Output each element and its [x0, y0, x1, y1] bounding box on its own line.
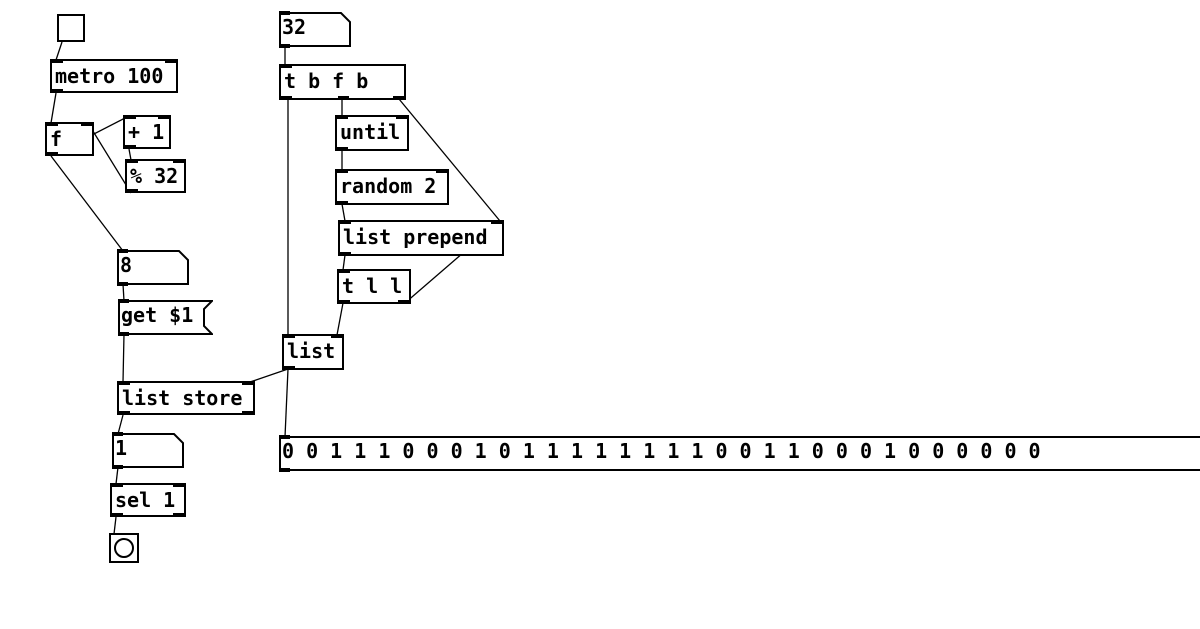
metro-object[interactable]: metro 100	[50, 59, 178, 93]
add-object[interactable]: + 1	[123, 115, 171, 149]
cord-float-number	[50, 155, 124, 252]
cord-get-liststore	[122, 333, 125, 383]
cord-sel-bang	[113, 516, 117, 535]
length-number-value: 32	[282, 15, 307, 39]
float-object[interactable]: f	[45, 122, 94, 156]
cord-prepend-trigger-bottom	[342, 254, 346, 271]
select-object[interactable]: sel 1	[110, 483, 186, 517]
cord-add-mod	[128, 148, 132, 161]
trigger-top-label: t b f b	[284, 69, 369, 93]
until-label: until	[340, 120, 401, 144]
trigger-top-object[interactable]: t b f b	[279, 64, 406, 100]
list-prepend-label: list prepend	[343, 225, 488, 249]
cord-trigger-bottom-list	[336, 302, 344, 336]
length-number-box[interactable]: 32	[279, 11, 351, 48]
cord-metro-float	[50, 92, 57, 124]
cord-bit-sel	[115, 466, 119, 485]
cord-trigger-prepend-right	[398, 98, 501, 222]
toggle[interactable]	[57, 14, 85, 42]
until-object[interactable]: until	[335, 115, 409, 151]
metro-label: metro 100	[55, 64, 164, 88]
cord-list-output	[284, 368, 289, 438]
output-list-value: 0 0 1 1 1 0 0 0 1 0 1 1 1 1 1 1 1 1 0 0 …	[282, 439, 1041, 463]
list-store-object[interactable]: list store	[117, 381, 255, 415]
cord-mod-float-right	[87, 122, 132, 194]
random-label: random 2	[340, 174, 437, 198]
add-label: + 1	[128, 120, 165, 144]
get-message-box[interactable]: get $1	[118, 299, 213, 336]
list-object[interactable]: list	[282, 334, 344, 370]
cord-number-get	[122, 283, 125, 302]
bit-number-box[interactable]: 1	[112, 432, 184, 469]
select-label: sel 1	[115, 488, 176, 512]
mod-label: % 32	[130, 164, 179, 188]
bang-circle-icon	[114, 538, 134, 558]
mod-object[interactable]: % 32	[125, 159, 186, 193]
cord-liststore-bit	[117, 414, 124, 435]
trigger-bottom-object[interactable]: t l l	[337, 269, 411, 304]
get-message-label: get $1	[121, 303, 194, 327]
float-label: f	[50, 127, 63, 151]
bang-button[interactable]	[109, 533, 139, 563]
index-number-value: 8	[120, 253, 133, 277]
cord-toggle-metro	[55, 41, 63, 61]
trigger-bottom-label: t l l	[342, 274, 403, 298]
bit-number-value: 1	[115, 436, 128, 460]
list-prepend-object[interactable]: list prepend	[338, 220, 504, 256]
cord-list-liststore	[249, 368, 289, 383]
random-object[interactable]: random 2	[335, 169, 449, 205]
list-label: list	[287, 339, 336, 363]
cord-random-prepend	[341, 203, 346, 222]
output-list-box[interactable]: 0 0 1 1 1 0 0 0 1 0 1 1 1 1 1 1 1 1 0 0 …	[279, 435, 1200, 472]
list-store-label: list store	[122, 386, 243, 410]
index-number-box[interactable]: 8	[117, 249, 189, 286]
